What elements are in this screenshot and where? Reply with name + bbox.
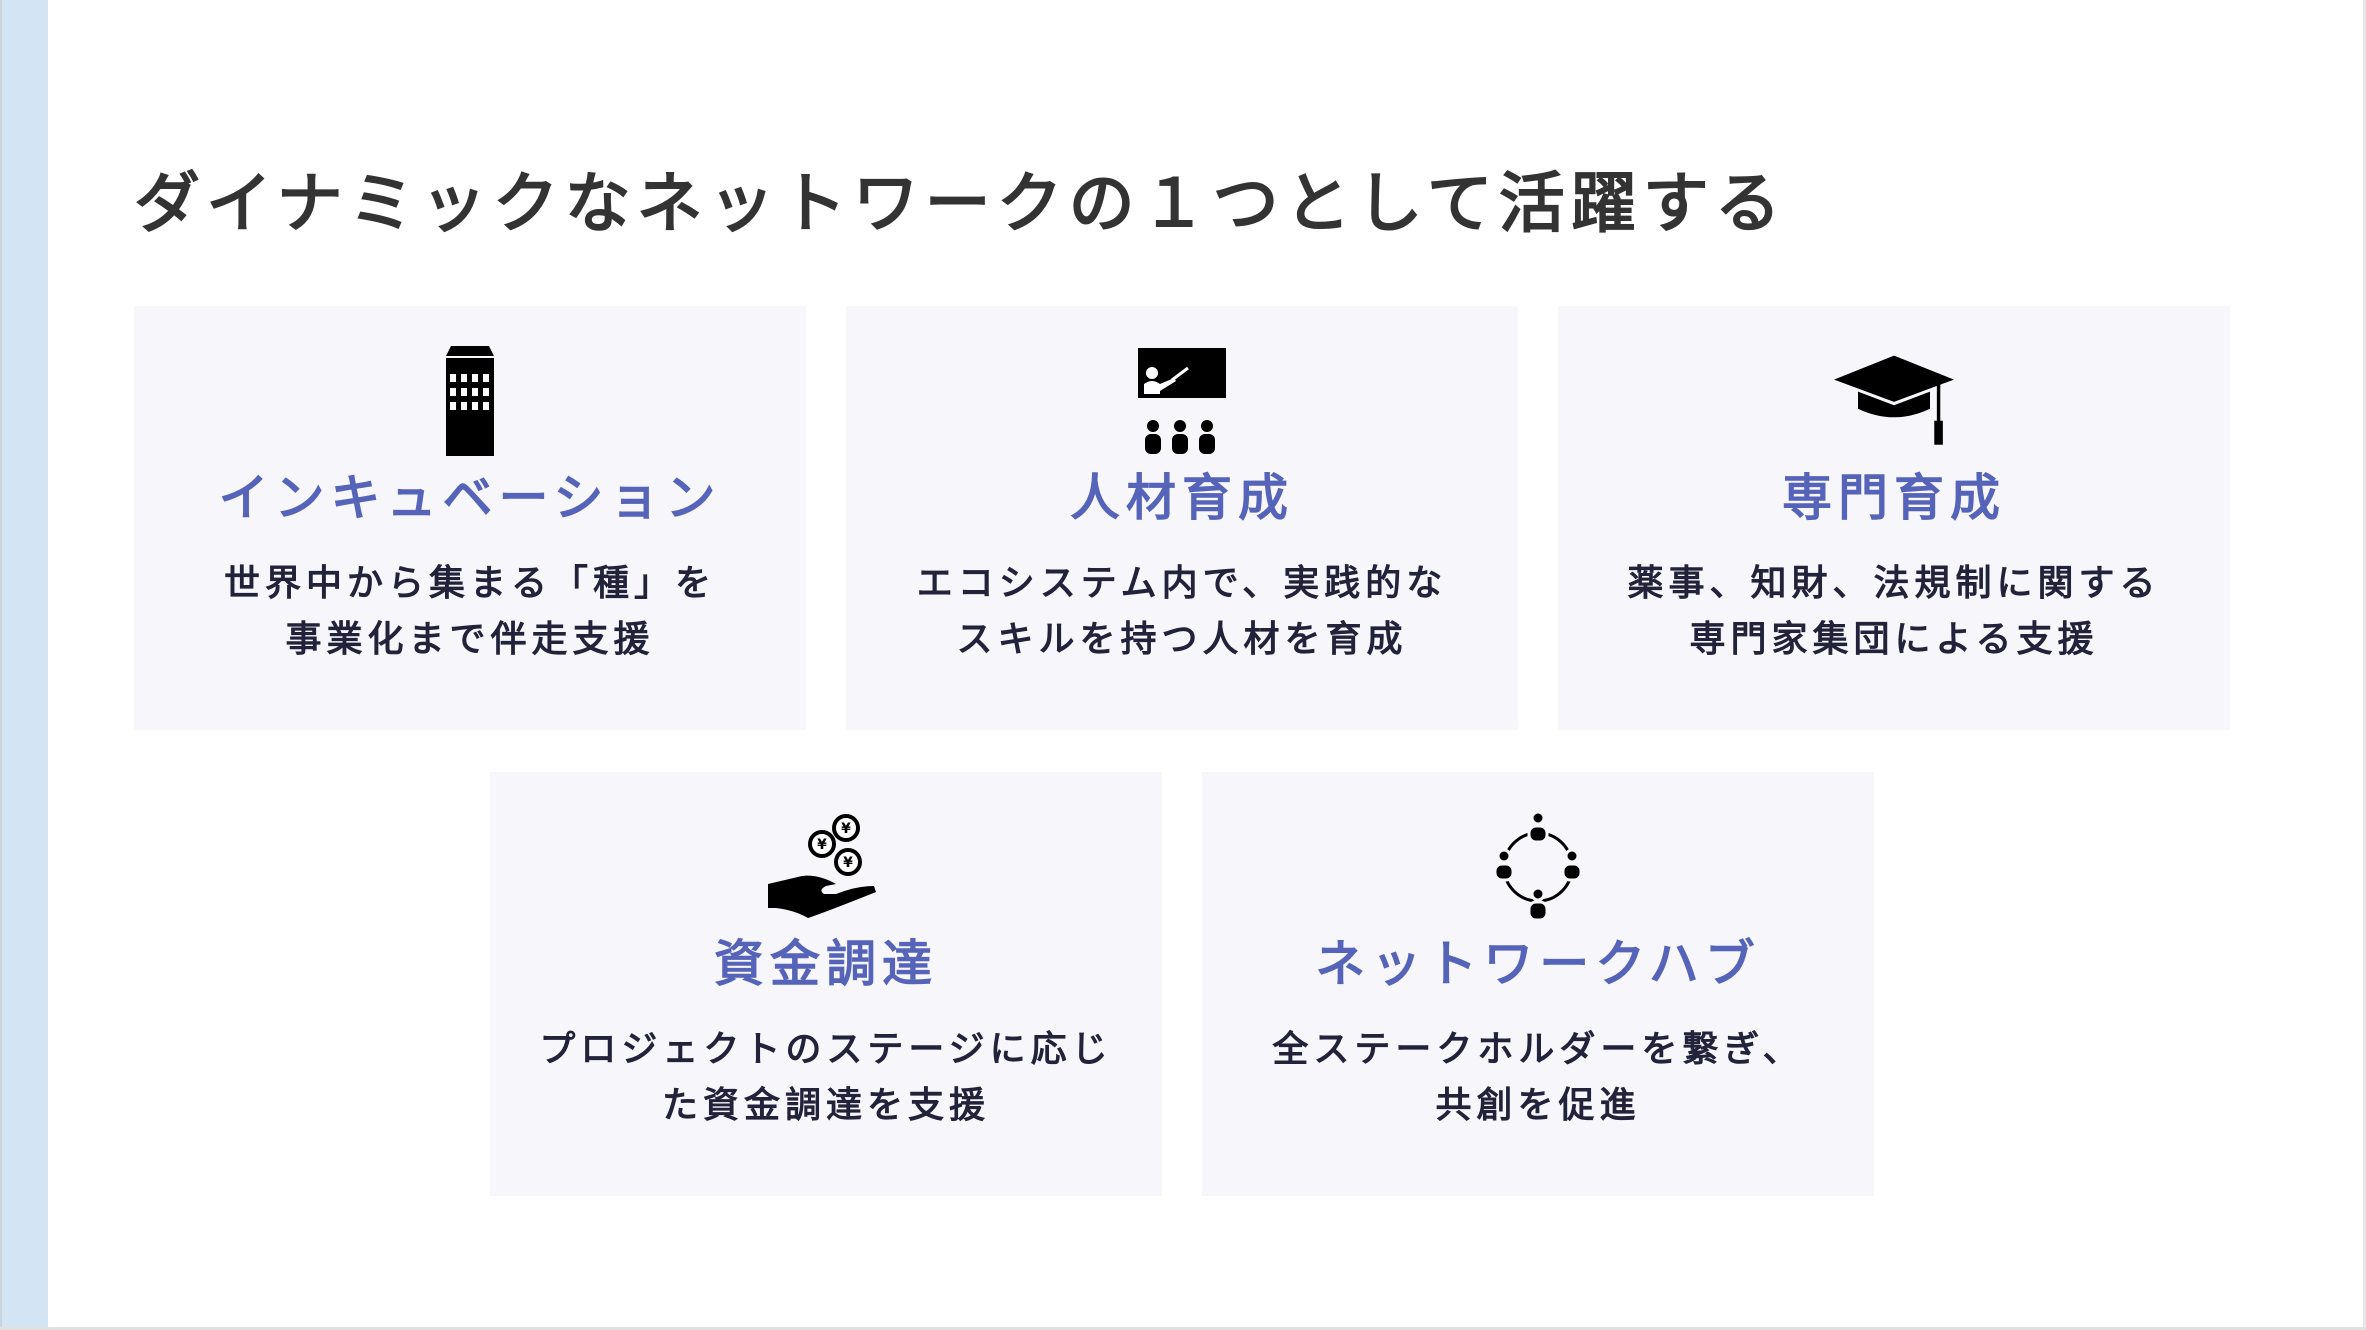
card-description: プロジェクトのステージに応じた資金調達を支援 — [539, 1029, 1113, 1126]
card-description: 全ステークホルダーを繋ぎ、共創を促進 — [1272, 1029, 1804, 1126]
page-title: ダイナミックなネットワークの１つとして活躍する — [134, 165, 1787, 242]
svg-text:¥: ¥ — [841, 821, 851, 837]
card-title: インキュベーション — [218, 469, 722, 527]
left-accent-strip — [0, 0, 48, 1327]
building-icon — [446, 346, 494, 456]
card-incubation: インキュベーション 世界中から集まる「種」を事業化まで伴走支援 — [134, 306, 806, 730]
card-description: 世界中から集まる「種」を事業化まで伴走支援 — [223, 563, 716, 660]
svg-text:¥: ¥ — [843, 855, 853, 871]
card-description: 薬事、知財、法規制に関する専門家集団による支援 — [1627, 563, 2161, 660]
card-title: 専門育成 — [1782, 469, 2006, 527]
svg-text:¥: ¥ — [817, 837, 827, 853]
card-description: エコシステム内で、実践的なスキルを持つ人材を育成 — [916, 563, 1448, 660]
graduation-cap-icon — [1834, 355, 1954, 445]
card-title: 人材育成 — [1070, 469, 1294, 527]
card-specialist-development: 専門育成 薬事、知財、法規制に関する専門家集団による支援 — [1558, 306, 2230, 730]
card-talent-development: 人材育成 エコシステム内で、実践的なスキルを持つ人材を育成 — [846, 306, 1518, 730]
teacher-classroom-icon — [1138, 348, 1226, 454]
people-network-icon — [1493, 812, 1583, 922]
card-network-hub: ネットワークハブ 全ステークホルダーを繋ぎ、共創を促進 — [1202, 772, 1874, 1196]
card-title: ネットワークハブ — [1315, 935, 1761, 993]
card-title: 資金調達 — [714, 935, 938, 993]
yen-coins-hand-icon: ¥ ¥ ¥ — [768, 814, 876, 918]
card-fundraising: ¥ ¥ ¥ 資金調達 プロジェクトのステージに応じた資金調達を支援 — [490, 772, 1162, 1196]
